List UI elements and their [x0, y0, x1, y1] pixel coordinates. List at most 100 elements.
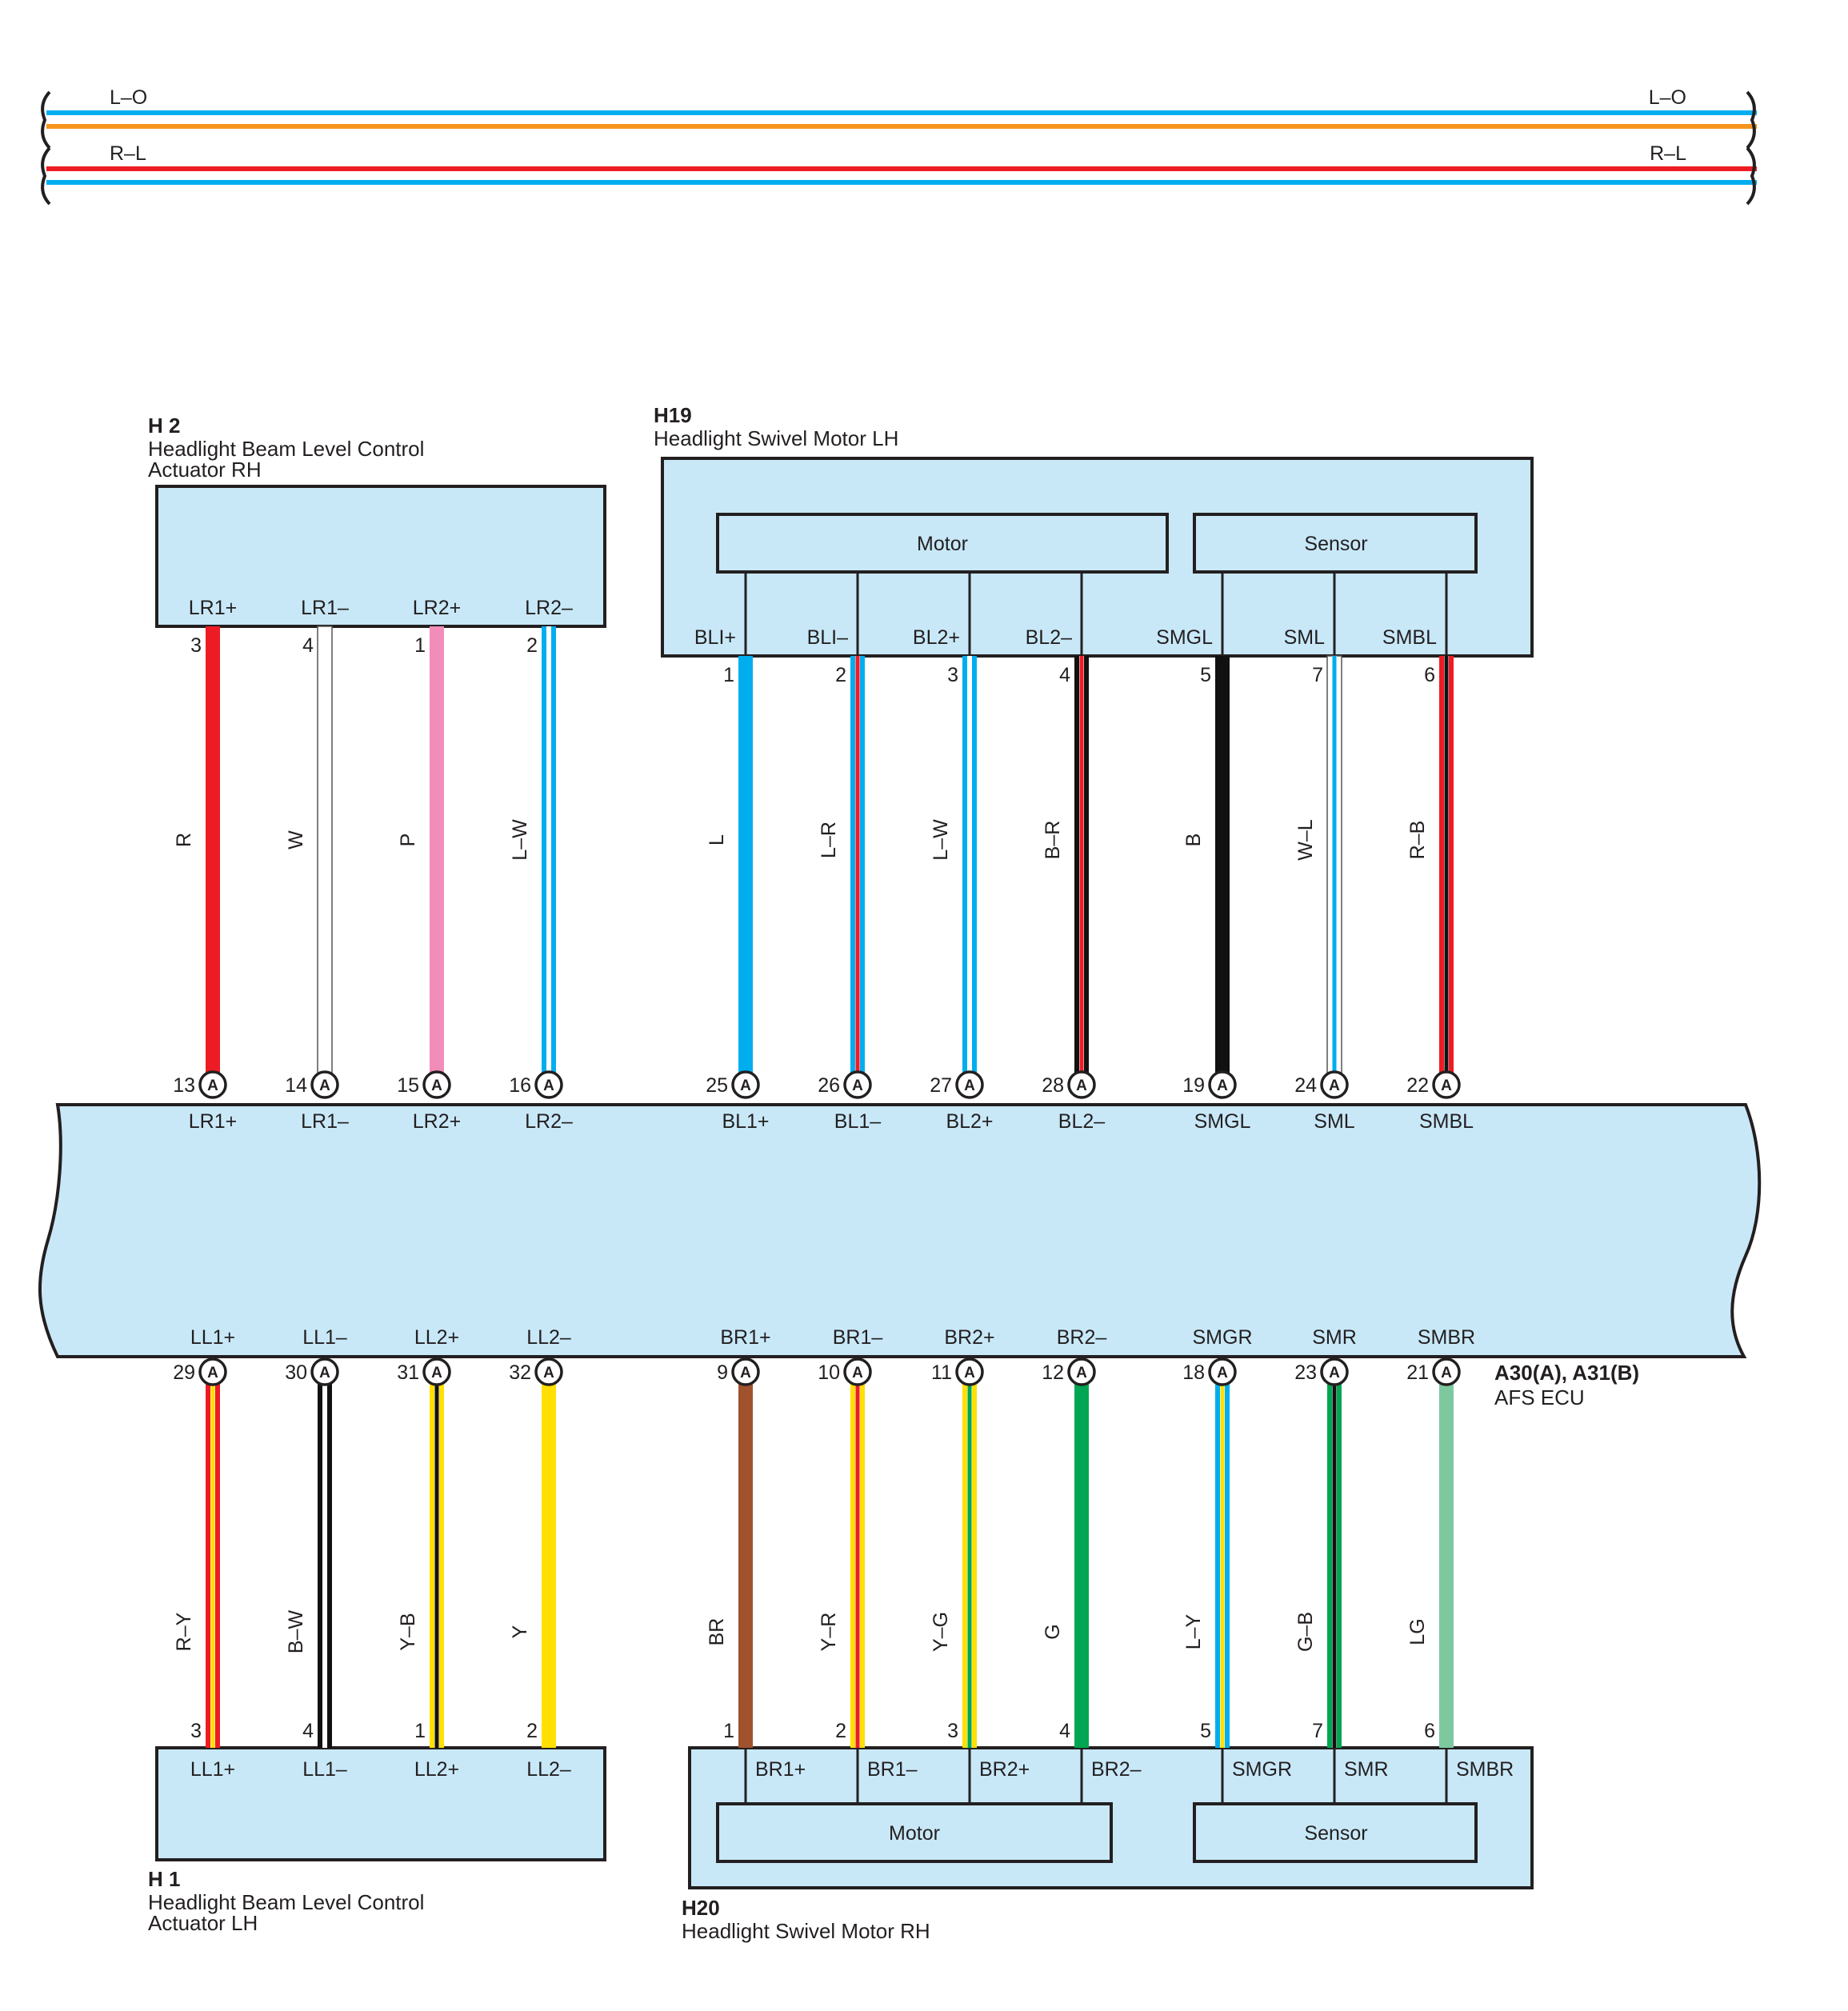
- wire-stripe: [210, 1383, 215, 1748]
- ecu-pin-circle: [1067, 1357, 1096, 1386]
- ecu-pin-number: 22: [1406, 1074, 1429, 1097]
- wire-B: [1215, 656, 1230, 1073]
- comp-terminal-label: BL2+: [913, 626, 960, 649]
- comp-pin-number: 7: [1312, 664, 1323, 686]
- ecu-pin-circle: [1432, 1070, 1461, 1099]
- ecu-pin-number: 25: [706, 1074, 728, 1097]
- ecu-pin-number: 21: [1406, 1361, 1429, 1384]
- h19-name: Headlight Swivel Motor LH: [654, 426, 898, 450]
- wire-stripe: [967, 656, 972, 1073]
- wire-color-code: L–R: [818, 822, 840, 858]
- ecu-connector-letter: A: [1217, 1365, 1228, 1381]
- comp-pin-number: 2: [835, 664, 846, 686]
- ecu-connector-letter: A: [964, 1365, 975, 1381]
- comp-terminal-label: SMGR: [1232, 1758, 1292, 1781]
- ecu-pin-number: 27: [930, 1074, 952, 1097]
- ecu-terminal-label: SMR: [1312, 1326, 1357, 1349]
- h20-name: Headlight Swivel Motor RH: [682, 1919, 930, 1943]
- ecu-terminal-label: BR1–: [833, 1326, 883, 1349]
- ecu-terminal-label: LL1+: [190, 1326, 235, 1349]
- comp-pin-number: 4: [302, 1720, 314, 1742]
- wire-color-code: B–W: [285, 1610, 307, 1654]
- comp-terminal-label: SMBR: [1456, 1758, 1514, 1781]
- ecu-pin-circle: [955, 1070, 984, 1099]
- wire-stripe: [1220, 1383, 1225, 1748]
- h19-motor-label: Motor: [917, 533, 968, 555]
- wire-color-code: G: [1042, 1624, 1064, 1639]
- comp-pin-number: 4: [302, 634, 314, 657]
- ecu-terminal-label: LR1–: [301, 1110, 349, 1133]
- bus-label-left: L–O: [110, 86, 147, 109]
- comp-terminal-label: SMBL: [1382, 626, 1437, 649]
- ecu-connector-letter: A: [1076, 1077, 1087, 1094]
- comp-terminal-label: BR1+: [755, 1758, 806, 1781]
- ecu-pin-circle: [422, 1070, 451, 1099]
- ecu-terminal-label: SMBL: [1419, 1110, 1474, 1133]
- wire-stripe: [855, 656, 860, 1073]
- ecu-pin-number: 16: [509, 1074, 531, 1097]
- ecu-pin-circle: [198, 1070, 227, 1099]
- ecu-pin-circle: [1320, 1070, 1349, 1099]
- ecu-terminal-label: BL2–: [1058, 1110, 1105, 1133]
- comp-terminal-label: SMR: [1344, 1758, 1389, 1781]
- h1-name-line1: Headlight Beam Level Control: [148, 1890, 424, 1914]
- comp-terminal-label: LR1–: [301, 597, 349, 619]
- ecu-pin-circle: [422, 1357, 451, 1386]
- comp-terminal-label: BLI–: [807, 626, 849, 649]
- ecu-connector-letter: A: [1329, 1077, 1340, 1094]
- ecu-pin-circle: [198, 1357, 227, 1386]
- wire-G: [1074, 1383, 1089, 1748]
- comp-terminal-label: LL1+: [190, 1758, 235, 1781]
- wire-color-code: BR: [706, 1618, 728, 1646]
- wire-color-code: Y: [509, 1625, 531, 1638]
- h20-id: H20: [682, 1896, 720, 1920]
- bus-break-left: [41, 90, 51, 150]
- ecu-connector-letter: A: [1076, 1365, 1087, 1381]
- ecu-pin-number: 10: [818, 1361, 840, 1384]
- ecu-pin-circle: [310, 1070, 339, 1099]
- ecu-terminal-label: LL2–: [526, 1326, 571, 1349]
- comp-terminal-label: LR2+: [413, 597, 461, 619]
- wire-color-code: W: [285, 830, 307, 850]
- wire-W: [317, 626, 333, 1074]
- comp-pin-number: 3: [947, 1720, 958, 1742]
- comp-terminal-label: SML: [1284, 626, 1326, 649]
- comp-pin-number: 2: [526, 1720, 538, 1742]
- ecu-connector-letter: A: [852, 1077, 863, 1094]
- ecu-pin-number: 28: [1042, 1074, 1064, 1097]
- bus-label-right: R–L: [1650, 142, 1686, 165]
- ecu-connector-letter: A: [964, 1077, 975, 1094]
- ecu-terminal-label: SMGR: [1193, 1326, 1253, 1349]
- wire-LG: [1439, 1383, 1454, 1748]
- ecu-connector-letter: A: [431, 1077, 442, 1094]
- ecu-pin-circle: [843, 1357, 872, 1386]
- h2-name-line1: Headlight Beam Level Control: [148, 437, 424, 461]
- ecu-pin-number: 15: [397, 1074, 419, 1097]
- comp-pin-number: 1: [723, 1720, 734, 1742]
- comp-pin-number: 6: [1424, 664, 1435, 686]
- h19-motor-block: [716, 513, 1169, 574]
- ecu-pin-circle: [1320, 1357, 1349, 1386]
- ecu-pin-number: 30: [285, 1361, 307, 1384]
- comp-pin-number: 2: [526, 634, 538, 657]
- ecu-terminal-label: SML: [1314, 1110, 1355, 1133]
- bus-break-right: [1746, 146, 1756, 206]
- wire-color-code: B: [1182, 834, 1205, 847]
- h2-connector-box: [155, 485, 606, 628]
- h1-name-line2: Actuator LH: [148, 1911, 258, 1935]
- h19-sensor-label: Sensor: [1304, 533, 1367, 555]
- ecu-terminal-label: LL2+: [414, 1326, 459, 1349]
- h20-motor-block: [716, 1802, 1113, 1863]
- ecu-pin-number: 31: [397, 1361, 419, 1384]
- comp-terminal-label: BLI+: [694, 626, 736, 649]
- ecu-pin-number: 13: [173, 1074, 195, 1097]
- ecu-connector-letter: A: [1329, 1365, 1340, 1381]
- comp-pin-number: 6: [1424, 1720, 1435, 1742]
- ecu-pin-circle: [1067, 1070, 1096, 1099]
- wire-stripe: [1332, 1383, 1337, 1748]
- ecu-pin-circle: [310, 1357, 339, 1386]
- ecu-pin-number: 29: [173, 1361, 195, 1384]
- comp-terminal-label: BR2–: [1091, 1758, 1142, 1781]
- h2-name-line2: Actuator RH: [148, 458, 262, 482]
